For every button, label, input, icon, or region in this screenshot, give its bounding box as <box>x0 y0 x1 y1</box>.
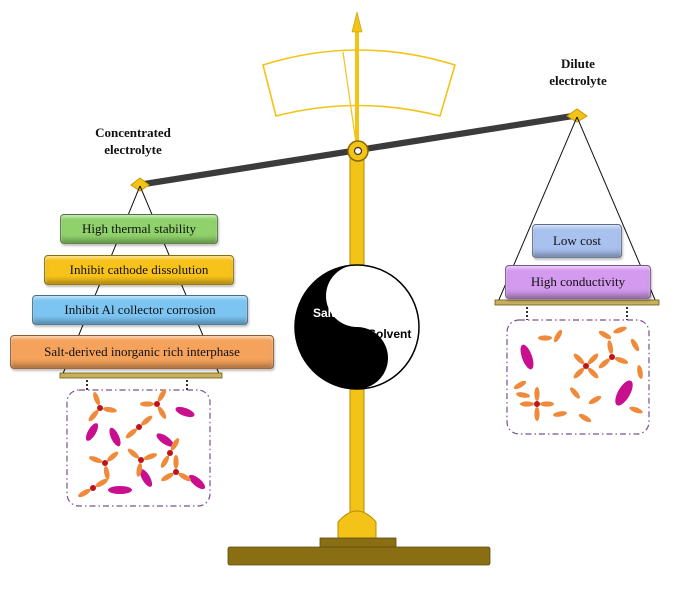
solvent-molecule <box>598 358 610 369</box>
solvent-molecule <box>534 387 540 401</box>
anion <box>175 406 195 418</box>
solvent-molecule <box>614 356 629 364</box>
yin-yang-icon <box>294 264 420 390</box>
solvent-molecule <box>573 367 585 379</box>
solvent-molecule <box>630 338 640 352</box>
left-molecules <box>78 389 206 498</box>
cation <box>534 401 540 407</box>
solvent-molecule <box>160 455 170 468</box>
solvent-molecule <box>540 401 554 407</box>
property-inhibit-cathode-dissolution: Inhibit cathode dissolution <box>44 255 234 285</box>
solvent-molecule <box>534 407 540 421</box>
solvent-molecule <box>538 335 552 341</box>
solvent-molecule <box>125 428 137 439</box>
solvent-molecule <box>161 472 174 482</box>
right-pan <box>494 299 660 306</box>
solvent-molecule <box>140 401 154 407</box>
property-inorganic-interphase: Salt-derived inorganic rich interphase <box>10 335 274 369</box>
property-high-thermal-stability: High thermal stability <box>60 214 218 244</box>
property-high-conductivity: High conductivity <box>505 265 651 299</box>
cation <box>136 424 142 430</box>
cation <box>609 354 615 360</box>
salt-label: Salt <box>313 306 336 320</box>
anion <box>520 344 534 370</box>
solvent-molecule <box>637 365 643 379</box>
anion <box>615 380 633 406</box>
solvent-molecule <box>136 462 143 477</box>
solvent-molecule <box>103 465 110 480</box>
solvent-molecule <box>588 395 602 405</box>
solvent-molecule <box>553 411 567 417</box>
cation <box>154 401 160 407</box>
right-beam-tip <box>566 108 588 123</box>
solvent-molecule <box>102 406 117 413</box>
solvent-molecule <box>127 448 139 459</box>
gauge-dial <box>262 49 456 117</box>
right-molecules <box>513 326 643 423</box>
post-foot <box>337 510 377 541</box>
cation <box>97 405 103 411</box>
solvent-molecule <box>513 380 527 390</box>
solvent-molecule <box>553 329 563 343</box>
base-plate-top <box>319 537 397 549</box>
anion <box>156 433 174 447</box>
left-pan <box>59 372 223 379</box>
solvent-molecule <box>516 392 530 398</box>
property-low-cost: Low cost <box>532 224 622 258</box>
cation <box>583 363 589 369</box>
anion <box>109 427 121 447</box>
solvent-molecule <box>157 389 167 402</box>
solvent-molecule <box>170 438 180 451</box>
concentrated-label: Concentrated electrolyte <box>95 125 171 157</box>
solvent-molecule <box>587 353 599 365</box>
solvent-molecule <box>173 455 179 469</box>
solvent-molecule <box>607 340 614 355</box>
cation <box>167 450 173 456</box>
anion <box>188 474 206 490</box>
cation <box>138 457 144 463</box>
solvent-molecule <box>88 456 103 464</box>
solvent-molecule <box>88 410 99 422</box>
cation <box>173 469 179 475</box>
left-molecule-box <box>66 389 211 507</box>
solvent-molecule <box>578 413 592 423</box>
solvent-molecule <box>598 330 612 340</box>
solvent-molecule <box>629 406 643 414</box>
solvent-molecule <box>587 367 599 379</box>
solvent-molecule <box>178 472 191 482</box>
solvent-molecule <box>93 391 101 406</box>
dilute-label: Dilute electrolyte <box>549 56 607 88</box>
solvent-label: Solvent <box>368 327 412 341</box>
solvent-molecule <box>143 453 158 461</box>
anion <box>139 469 153 487</box>
left-beam-tip <box>130 177 150 192</box>
solvent-molecule <box>141 415 153 426</box>
solvent-molecule <box>95 478 108 488</box>
solvent-molecule <box>613 326 627 334</box>
anion <box>85 423 99 441</box>
solvent-molecule <box>520 401 534 407</box>
solvent-molecule <box>157 406 167 419</box>
solvent-molecule <box>107 451 119 462</box>
base-plate <box>227 546 491 566</box>
solvent-molecule <box>573 353 585 365</box>
solvent-molecule <box>78 488 91 498</box>
cation <box>90 485 96 491</box>
pivot-center <box>353 146 363 156</box>
property-inhibit-al-corrosion: Inhibit Al collector corrosion <box>32 295 248 325</box>
cation <box>102 460 108 466</box>
needle-arrow-icon <box>351 11 363 33</box>
solvent-molecule <box>570 387 580 399</box>
needle-pointer <box>342 51 358 151</box>
anion <box>108 486 132 494</box>
